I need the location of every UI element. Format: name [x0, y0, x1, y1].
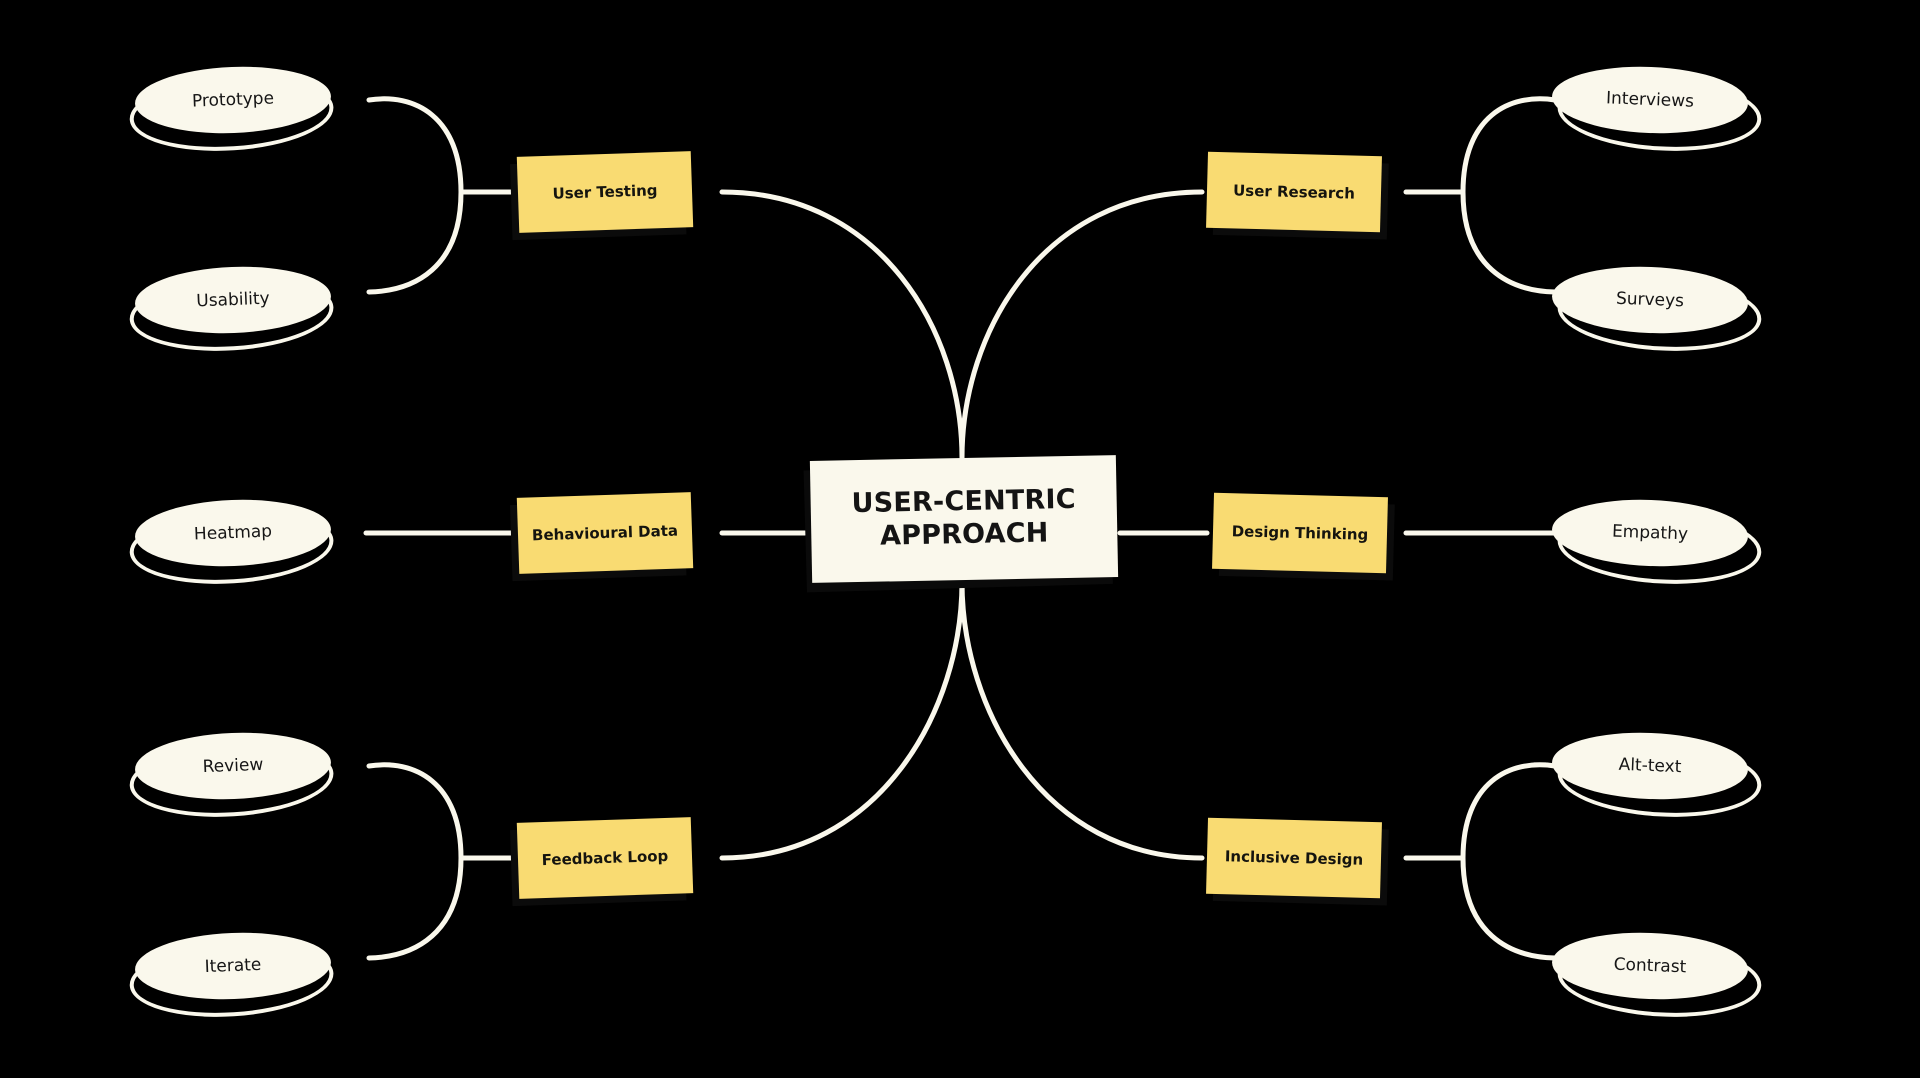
edge-center-feedback-loop [719, 579, 965, 861]
leaf-node-label: Empathy [1611, 521, 1689, 545]
branch-node-label: Behavioural Data [531, 521, 679, 545]
branch-node-face: Design Thinking [1212, 492, 1388, 574]
central-node-face: USER-CENTRIC APPROACH [809, 455, 1119, 583]
leaf-node-label: Interviews [1605, 88, 1695, 112]
leaf-node-label: Usability [195, 288, 271, 312]
edge-feedback-loop-review [366, 762, 464, 861]
leaf-node-label: Prototype [191, 88, 275, 112]
leaf-node-alt-text[interactable]: Alt-text [1550, 729, 1764, 823]
branch-node-face: Feedback Loop [516, 817, 694, 899]
branch-node-label: Design Thinking [1231, 522, 1369, 544]
leaf-node-surveys[interactable]: Surveys [1550, 263, 1764, 357]
edge-center-user-research [959, 189, 1205, 461]
edge-inclusive-design-contrast [1460, 855, 1558, 961]
branch-node-label: Feedback Loop [541, 846, 669, 870]
central-node[interactable]: USER-CENTRIC APPROACH [803, 455, 1119, 593]
branch-node-user-research[interactable]: User Research [1206, 151, 1389, 240]
leaf-node-contrast[interactable]: Contrast [1550, 929, 1764, 1023]
leaf-node-review[interactable]: Review [127, 729, 336, 823]
branch-node-face: Inclusive Design [1206, 817, 1382, 899]
edge-user-research-surveys [1460, 189, 1558, 295]
leaf-node-interviews[interactable]: Interviews [1550, 63, 1764, 157]
edge-center-user-testing [719, 189, 965, 461]
branch-node-label: User Research [1232, 181, 1356, 203]
edge-inclusive-design-alt-text [1460, 762, 1558, 861]
edge-user-research-interviews [1460, 96, 1558, 195]
leaf-node-heatmap[interactable]: Heatmap [127, 496, 336, 590]
edge-user-testing-usability [366, 189, 464, 295]
branch-node-feedback-loop[interactable]: Feedback Loop [510, 817, 694, 907]
central-node-label-line1: USER-CENTRIC [851, 483, 1077, 520]
branch-node-user-testing[interactable]: User Testing [510, 151, 694, 241]
leaf-node-usability[interactable]: Usability [127, 263, 336, 357]
leaf-node-label: Contrast [1613, 954, 1687, 978]
central-node-label-line2: APPROACH [879, 517, 1049, 552]
leaf-node-iterate[interactable]: Iterate [127, 929, 336, 1023]
edge-feedback-loop-iterate [366, 855, 464, 961]
branch-node-face: User Testing [516, 151, 694, 233]
edge-center-inclusive-design [959, 579, 1205, 861]
leaf-node-label: Heatmap [193, 521, 273, 545]
branch-node-design-thinking[interactable]: Design Thinking [1212, 492, 1395, 581]
edge-user-testing-prototype [366, 96, 464, 195]
leaf-node-empathy[interactable]: Empathy [1550, 496, 1764, 590]
branch-node-face: Behavioural Data [516, 492, 694, 574]
leaf-node-label: Alt-text [1618, 754, 1682, 778]
leaf-node-prototype[interactable]: Prototype [127, 63, 336, 157]
branch-node-label: User Testing [552, 181, 658, 203]
branch-node-label: Inclusive Design [1224, 847, 1364, 869]
branch-node-face: User Research [1206, 151, 1382, 233]
branch-node-inclusive-design[interactable]: Inclusive Design [1206, 817, 1389, 906]
central-node-label: USER-CENTRIC APPROACH [851, 484, 1076, 554]
branch-node-behavioural-data[interactable]: Behavioural Data [510, 492, 694, 582]
leaf-node-label: Iterate [204, 954, 262, 978]
leaf-node-label: Review [202, 754, 264, 778]
leaf-node-label: Surveys [1615, 288, 1685, 312]
